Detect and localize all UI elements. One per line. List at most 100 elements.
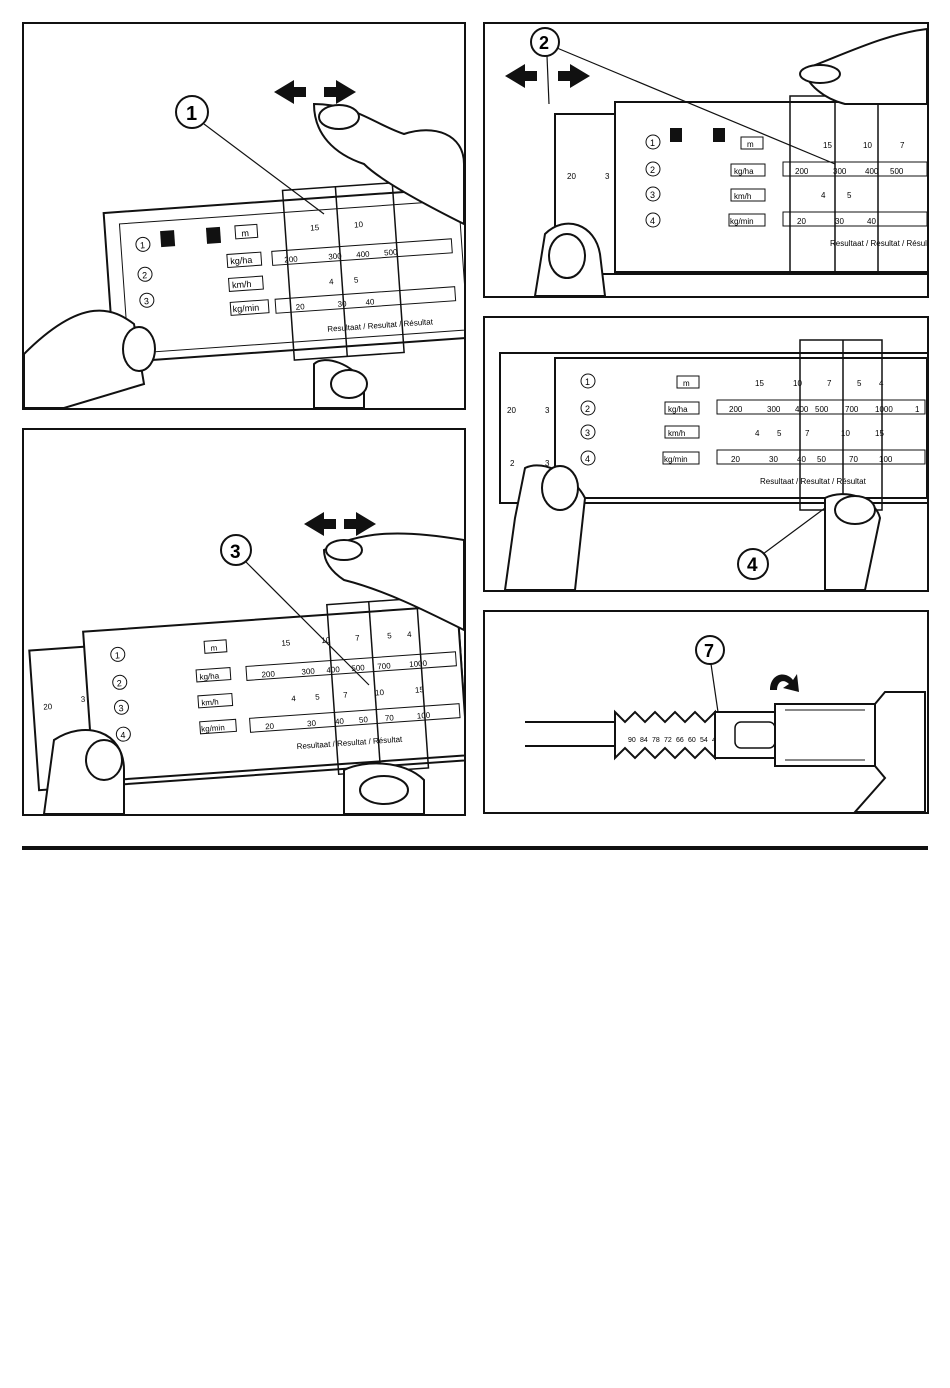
svg-text:1000: 1000 bbox=[409, 659, 428, 669]
svg-text:300: 300 bbox=[833, 167, 847, 176]
svg-text:1000: 1000 bbox=[875, 405, 893, 414]
svg-text:m: m bbox=[241, 228, 249, 238]
svg-text:3: 3 bbox=[144, 296, 150, 306]
svg-text:1: 1 bbox=[585, 377, 590, 387]
svg-text:5: 5 bbox=[777, 429, 782, 438]
svg-text:300: 300 bbox=[767, 405, 781, 414]
callout-1 bbox=[175, 95, 209, 129]
svg-text:84: 84 bbox=[640, 737, 648, 744]
svg-text:40: 40 bbox=[365, 297, 375, 307]
svg-text:2: 2 bbox=[585, 404, 590, 414]
callout-7 bbox=[695, 635, 725, 665]
step-1-illustration: 1 2 3 m kg/ha km/h kg/min 15 10 200 300 … bbox=[24, 80, 464, 408]
svg-text:10: 10 bbox=[375, 688, 385, 698]
svg-text:2: 2 bbox=[650, 165, 655, 175]
svg-text:kg/ha: kg/ha bbox=[668, 405, 688, 414]
svg-text:70: 70 bbox=[849, 455, 858, 464]
svg-text:1: 1 bbox=[140, 240, 146, 250]
svg-text:3: 3 bbox=[118, 703, 124, 713]
svg-text:15: 15 bbox=[875, 429, 884, 438]
svg-text:2: 2 bbox=[539, 33, 549, 53]
callout-2 bbox=[530, 27, 560, 57]
svg-text:2: 2 bbox=[142, 270, 148, 280]
svg-text:700: 700 bbox=[377, 661, 391, 671]
svg-text:50: 50 bbox=[817, 455, 826, 464]
svg-text:5: 5 bbox=[847, 191, 852, 200]
svg-text:1: 1 bbox=[186, 103, 197, 125]
svg-text:3: 3 bbox=[81, 695, 87, 704]
svg-text:7: 7 bbox=[900, 141, 905, 150]
svg-text:7: 7 bbox=[343, 690, 349, 699]
svg-text:500: 500 bbox=[815, 405, 829, 414]
svg-text:4: 4 bbox=[585, 454, 590, 464]
svg-text:30: 30 bbox=[337, 299, 347, 309]
svg-text:10: 10 bbox=[863, 141, 872, 150]
svg-text:400: 400 bbox=[865, 167, 879, 176]
svg-text:5: 5 bbox=[857, 379, 862, 388]
svg-text:4: 4 bbox=[650, 216, 655, 226]
svg-text:100: 100 bbox=[417, 711, 431, 721]
svg-text:2: 2 bbox=[510, 459, 515, 468]
svg-text:3: 3 bbox=[605, 172, 610, 181]
svg-text:20: 20 bbox=[43, 702, 53, 712]
svg-text:200: 200 bbox=[284, 255, 298, 265]
svg-text:15: 15 bbox=[755, 379, 764, 388]
svg-text:10: 10 bbox=[321, 635, 331, 645]
svg-text:50: 50 bbox=[359, 715, 369, 725]
svg-text:kg/ha: kg/ha bbox=[734, 167, 754, 176]
svg-text:20: 20 bbox=[731, 455, 740, 464]
svg-text:1: 1 bbox=[650, 138, 655, 148]
svg-text:60: 60 bbox=[688, 737, 696, 744]
svg-text:300: 300 bbox=[328, 251, 342, 261]
svg-text:15: 15 bbox=[415, 685, 425, 695]
panel-step-1: 1 2 3 m kg/ha km/h kg/min 15 10 200 300 … bbox=[22, 22, 466, 410]
svg-text:7: 7 bbox=[827, 379, 832, 388]
svg-text:54: 54 bbox=[700, 737, 708, 744]
step-3-illustration: 20 3 1 2 3 4 m kg/ha km/h kg/min 15 10 7… bbox=[28, 512, 464, 814]
svg-text:m: m bbox=[747, 140, 754, 149]
svg-text:20: 20 bbox=[507, 406, 516, 415]
arrow-left-right-icon bbox=[274, 80, 356, 104]
svg-text:3: 3 bbox=[545, 459, 550, 468]
panel-step-7-nozzle: 90 84 78 72 66 60 54 48 7 bbox=[483, 610, 929, 814]
step-4-illustration: 20 3 2 3 1 2 3 4 m kg/ha km/h kg/min 15 … bbox=[499, 339, 927, 590]
callout-3 bbox=[220, 534, 252, 566]
arrow-left-right-icon bbox=[505, 64, 590, 88]
svg-text:km/h: km/h bbox=[734, 192, 751, 201]
svg-text:90: 90 bbox=[628, 737, 636, 744]
panel-step-2: 20 3 1 2 3 4 m kg/ha km/h kg/min 15 10 7… bbox=[483, 22, 929, 298]
svg-text:15: 15 bbox=[310, 223, 320, 233]
svg-text:4: 4 bbox=[755, 429, 760, 438]
svg-text:5: 5 bbox=[315, 692, 321, 701]
svg-text:4: 4 bbox=[747, 555, 758, 576]
svg-text:1: 1 bbox=[115, 650, 121, 660]
svg-text:15: 15 bbox=[823, 141, 832, 150]
svg-text:kg/min: kg/min bbox=[232, 302, 259, 314]
svg-text:kg/ha: kg/ha bbox=[230, 255, 253, 267]
svg-text:72: 72 bbox=[664, 737, 672, 744]
svg-text:3: 3 bbox=[545, 406, 550, 415]
svg-text:7: 7 bbox=[805, 429, 810, 438]
svg-text:700: 700 bbox=[845, 405, 859, 414]
panel-step-4: 20 3 2 3 1 2 3 4 m kg/ha km/h kg/min 15 … bbox=[483, 316, 929, 592]
svg-text:500: 500 bbox=[890, 167, 904, 176]
svg-text:30: 30 bbox=[835, 217, 844, 226]
svg-text:3: 3 bbox=[230, 542, 241, 563]
svg-text:40: 40 bbox=[867, 217, 876, 226]
svg-text:3: 3 bbox=[650, 190, 655, 200]
svg-text:400: 400 bbox=[795, 405, 809, 414]
svg-text:4: 4 bbox=[407, 630, 413, 639]
svg-text:7: 7 bbox=[704, 641, 714, 661]
svg-text:10: 10 bbox=[841, 429, 850, 438]
svg-text:2: 2 bbox=[116, 678, 122, 688]
nozzle-illustration: 90 84 78 72 66 60 54 48 7 bbox=[525, 635, 926, 812]
svg-text:4: 4 bbox=[291, 694, 297, 703]
svg-text:20: 20 bbox=[567, 172, 576, 181]
svg-text:20: 20 bbox=[295, 302, 305, 312]
step-2-illustration: 20 3 1 2 3 4 m kg/ha km/h kg/min 15 10 7… bbox=[505, 27, 927, 296]
svg-text:3: 3 bbox=[585, 428, 590, 438]
svg-text:500: 500 bbox=[351, 663, 365, 673]
svg-text:200: 200 bbox=[729, 405, 743, 414]
svg-text:500: 500 bbox=[384, 248, 398, 258]
svg-text:4: 4 bbox=[821, 191, 826, 200]
